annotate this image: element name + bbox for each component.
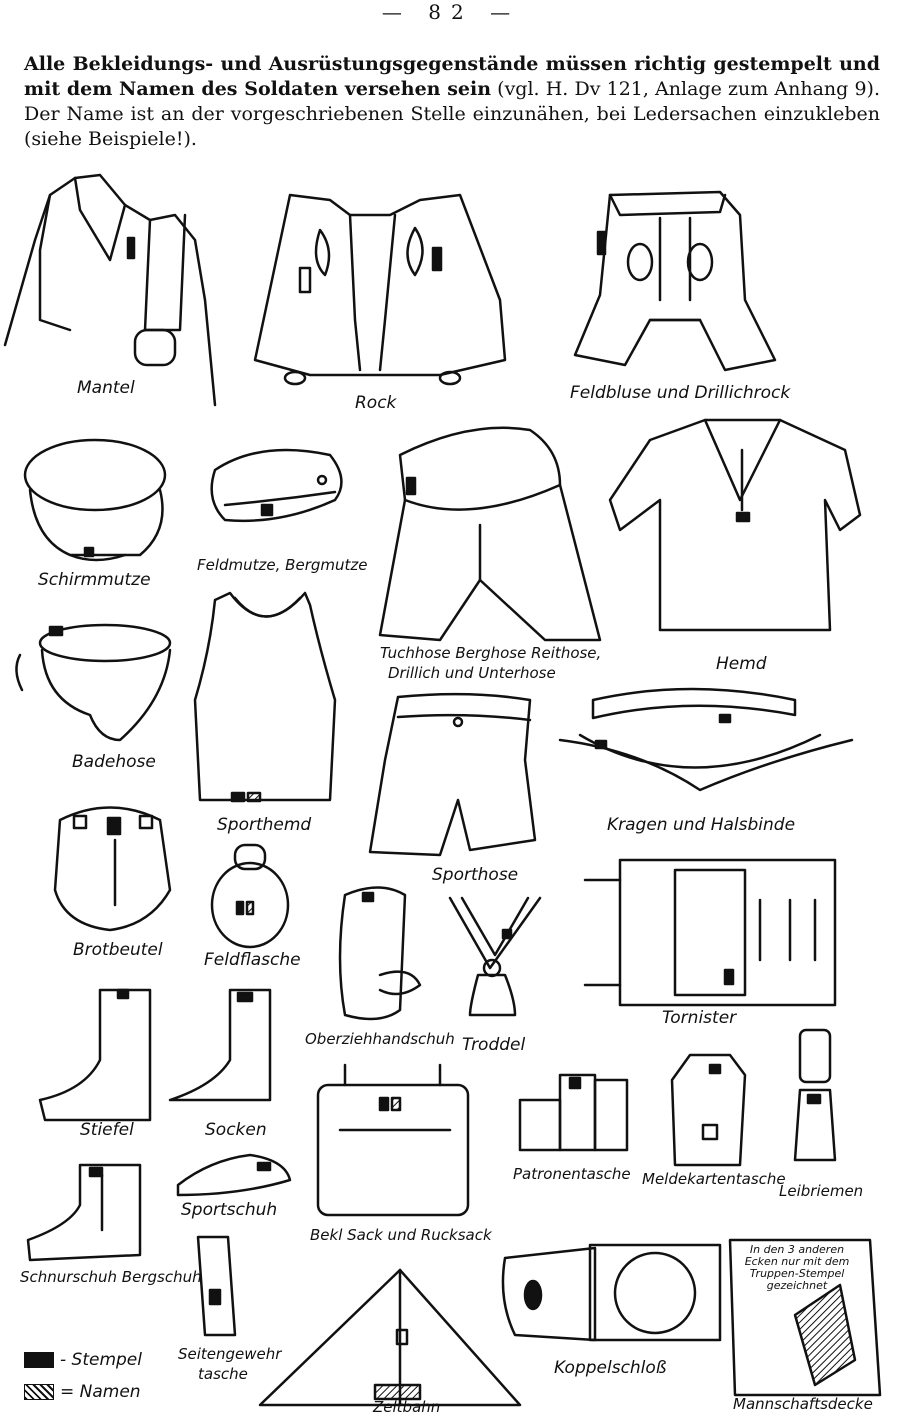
sporthose-drawing	[368, 692, 537, 857]
troddel-drawing	[448, 896, 542, 1017]
badehose-drawing	[15, 623, 172, 742]
patronentasche-drawing	[518, 1073, 629, 1152]
mannschaftsdecke-note: In den 3 anderen Ecken nur mit dem Trupp…	[744, 1243, 850, 1292]
label-badehose: Badehose	[72, 752, 156, 772]
label-meldekartentasche: Meldekartentasche	[642, 1170, 786, 1188]
tuchhose-drawing	[378, 426, 602, 642]
stiefel-drawing	[38, 988, 152, 1122]
zeltbahn-drawing	[258, 1268, 522, 1407]
label-feldmuetze: Feldmutze, Bergmutze	[197, 556, 368, 574]
label-kragen: Kragen und Halsbinde	[607, 815, 796, 835]
namen-swatch	[24, 1384, 54, 1400]
seitengewehrtasche-drawing	[196, 1235, 237, 1337]
label-sporthemd: Sporthemd	[217, 815, 312, 835]
label-hemd: Hemd	[716, 654, 767, 674]
label-socken: Socken	[205, 1120, 267, 1140]
feldflasche-drawing	[210, 843, 290, 949]
legend-namen-label: = Namen	[60, 1382, 141, 1402]
schnurschuh-drawing	[26, 1163, 142, 1262]
koppelschloss-drawing	[501, 1243, 722, 1342]
label-handschuh: Oberziehhandschuh	[305, 1030, 455, 1048]
mantel-drawing	[3, 173, 217, 407]
legend-stempel-label: - Stempel	[60, 1350, 142, 1370]
label-seitengewehr-1: Seitengewehr	[178, 1345, 282, 1363]
label-sportschuh: Sportschuh	[181, 1200, 278, 1220]
label-seitengewehr-2: tasche	[198, 1365, 248, 1383]
page-number: — 82 —	[381, 0, 521, 24]
leibriemen-drawing	[793, 1028, 837, 1162]
label-stiefel: Stiefel	[80, 1120, 134, 1140]
rock-drawing	[253, 193, 507, 386]
label-troddel: Troddel	[462, 1035, 526, 1055]
label-zeltbahn: Zeltbahn	[373, 1398, 441, 1416]
sportschuh-drawing	[176, 1153, 292, 1197]
label-schirmmuetze: Schirmmutze	[38, 570, 151, 590]
intro-paragraph: Alle Bekleidungs- und Ausrüstungsgegenst…	[24, 52, 880, 152]
hemd-drawing	[608, 418, 862, 632]
meldekartentasche-drawing	[670, 1053, 747, 1167]
bekl-sack-drawing	[316, 1063, 470, 1217]
schirmmuetze-drawing	[23, 438, 167, 562]
label-tuchhose-1: Tuchhose Berghose Reithose,	[380, 644, 602, 662]
label-koppelschloss: Koppelschloß	[554, 1358, 667, 1378]
kragen-drawing	[558, 687, 854, 792]
legend-namen: = Namen	[24, 1382, 141, 1402]
tornister-drawing	[583, 858, 837, 1007]
brotbeutel-drawing	[53, 806, 172, 932]
label-rock: Rock	[355, 393, 397, 413]
intro-bold-text: Alle Bekleidungs- und Ausrüstungsgegenst…	[24, 53, 880, 100]
label-feldbluse: Feldbluse und Drillichrock	[570, 383, 791, 403]
label-tuchhose-2: Drillich und Unterhose	[388, 664, 556, 682]
label-leibriemen: Leibriemen	[779, 1182, 864, 1200]
label-sporthose: Sporthose	[432, 865, 519, 885]
label-tornister: Tornister	[662, 1008, 737, 1028]
label-mantel: Mantel	[77, 378, 135, 398]
label-schnurschuh: Schnurschuh Bergschuh	[20, 1268, 202, 1286]
feldmuetze-drawing	[210, 448, 343, 523]
legend-stempel: - Stempel	[24, 1350, 142, 1370]
label-patronentasche: Patronentasche	[513, 1165, 631, 1183]
label-brotbeutel: Brotbeutel	[73, 940, 163, 960]
handschuh-drawing	[338, 886, 422, 1021]
label-mannschaftsdecke: Mannschaftsdecke	[733, 1395, 873, 1413]
label-feldflasche: Feldflasche	[204, 950, 301, 970]
sporthemd-drawing	[193, 591, 337, 803]
stempel-swatch	[24, 1352, 54, 1368]
mannschaftsdecke-drawing	[728, 1238, 882, 1397]
intro-normal-text: (vgl. H. Dv 121, Anlage zum Anhang 9). D…	[24, 78, 880, 150]
feldbluse-drawing	[573, 190, 777, 372]
socken-drawing	[168, 988, 272, 1102]
label-bekl-sack: Bekl Sack und Rucksack	[310, 1226, 492, 1244]
